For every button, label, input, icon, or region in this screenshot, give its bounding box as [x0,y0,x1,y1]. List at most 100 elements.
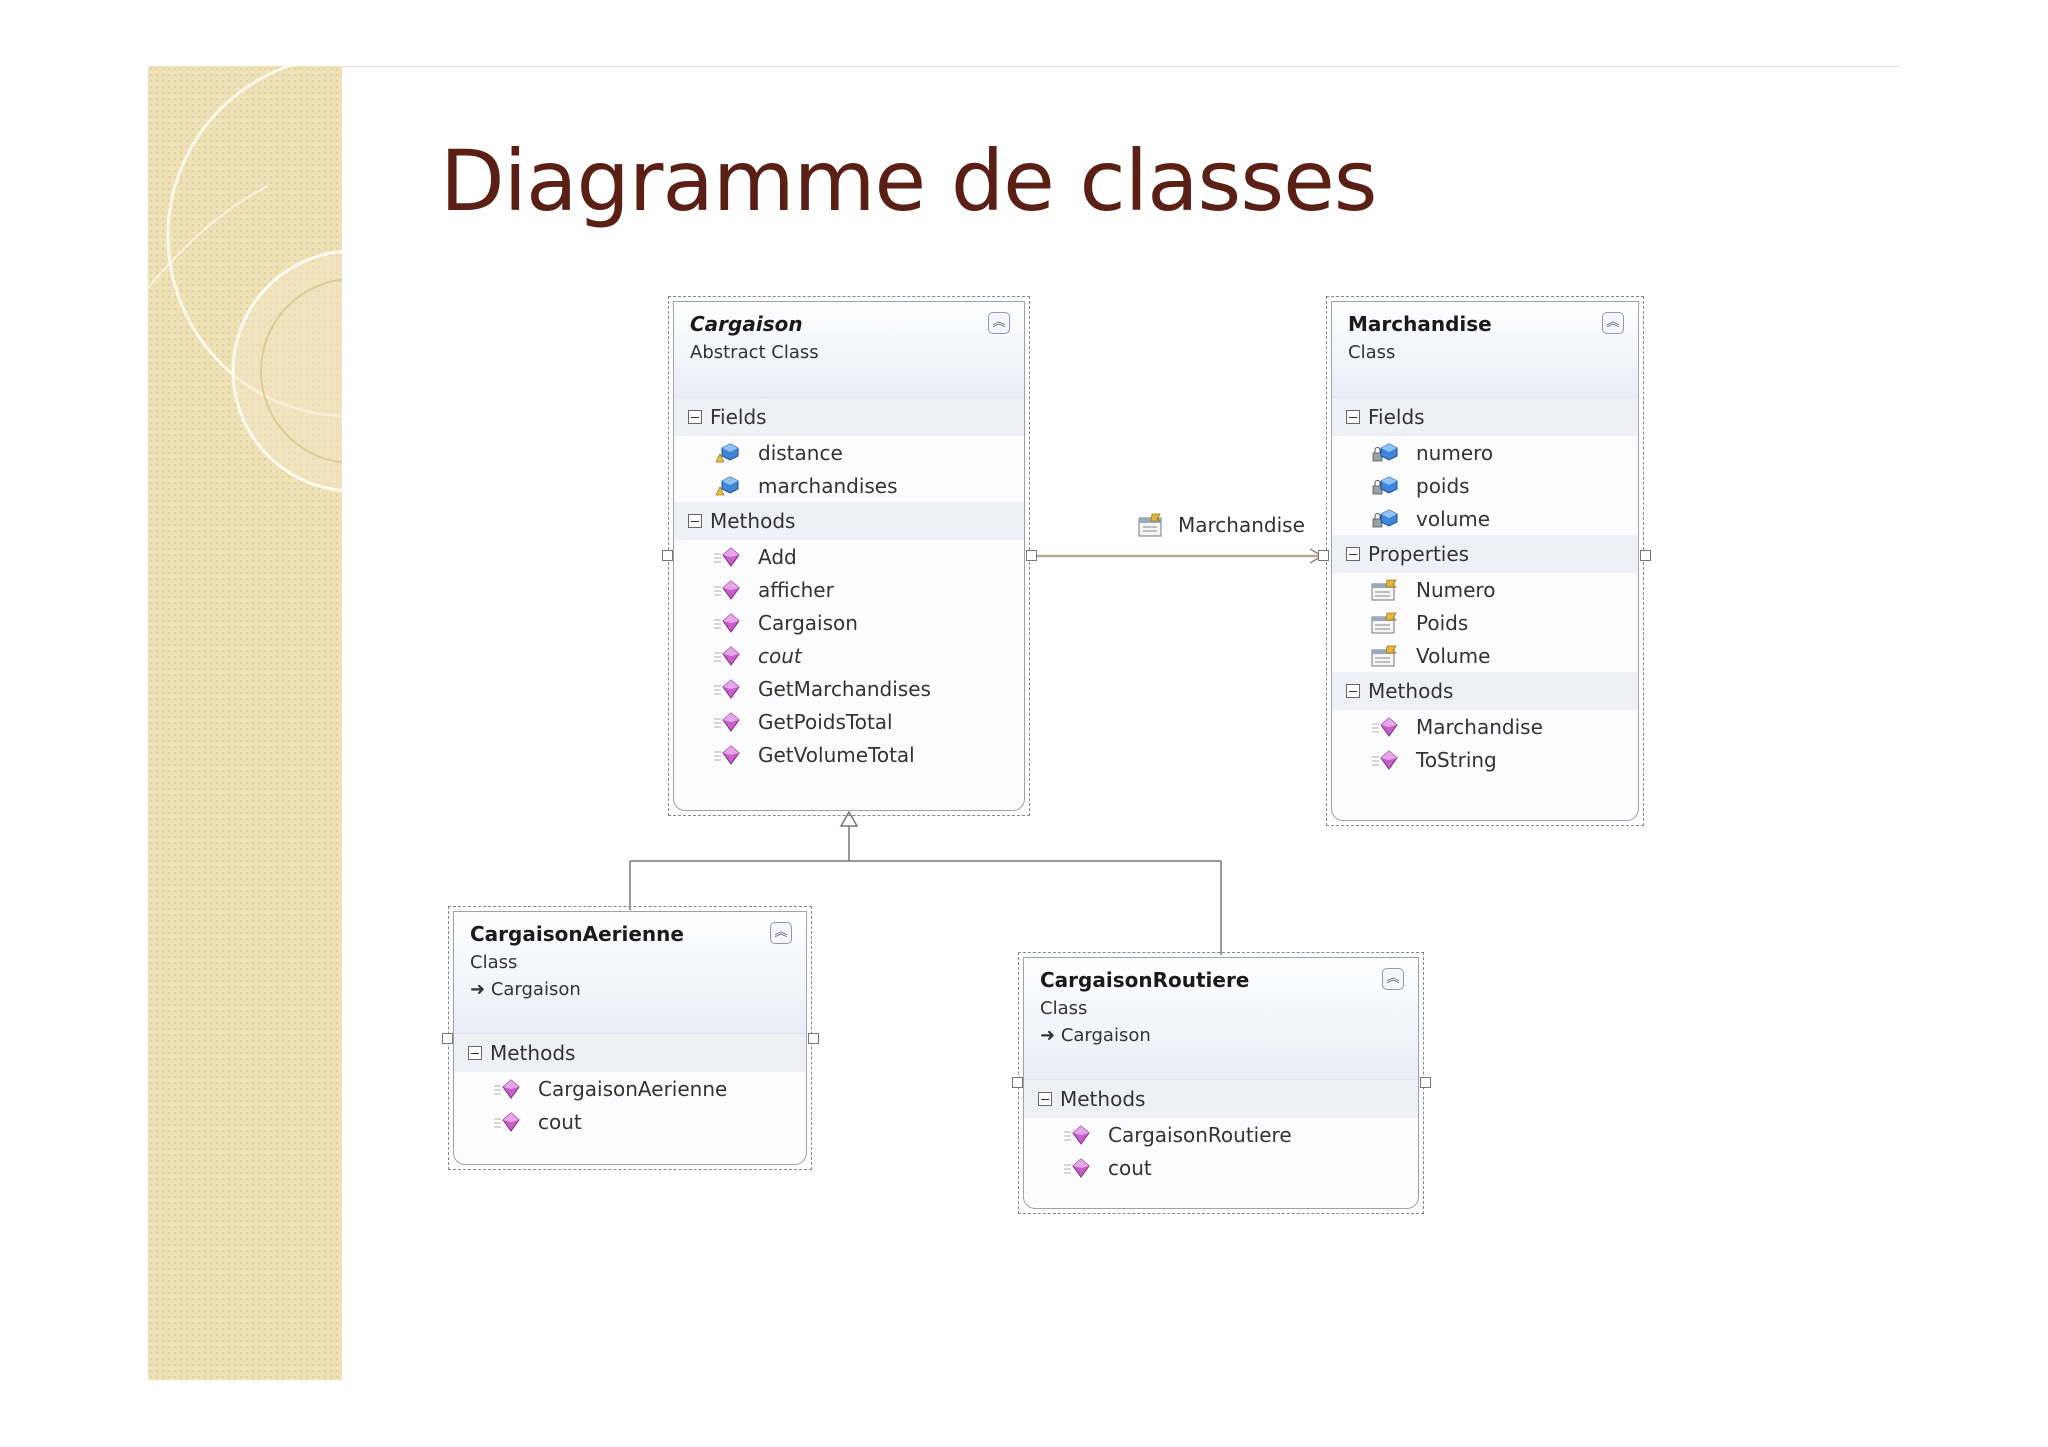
class-header: CargaisonAerienne Class ➜ Cargaison ︽ [454,912,806,1034]
private-field-icon [1370,508,1400,530]
member-item[interactable]: ToString [1332,743,1638,776]
member-list: CargaisonAerienne cout [454,1072,806,1138]
collapse-minus-icon[interactable] [688,410,702,424]
class-kind: Class [1040,998,1088,1019]
member-item[interactable]: cout [1024,1151,1418,1184]
member-item[interactable]: CargaisonAerienne [454,1072,806,1105]
class-cargaison-routiere[interactable]: CargaisonRoutiere Class ➜ Cargaison ︽ Me… [1018,952,1424,1214]
property-icon [1370,645,1400,667]
class-name: Marchandise [1348,312,1492,336]
class-kind: Class [1348,342,1396,363]
section-methods[interactable]: Methods [1332,672,1638,710]
method-icon [1370,749,1400,771]
collapse-minus-icon[interactable] [1346,410,1360,424]
member-label: volume [1416,506,1491,531]
member-label: Add [758,544,797,569]
member-item[interactable]: CargaisonRoutiere [1024,1118,1418,1151]
resize-handle[interactable] [1026,550,1037,561]
member-label: Poids [1416,610,1469,635]
member-label: Marchandise [1416,714,1543,739]
property-icon [1370,612,1400,634]
member-item[interactable]: marchandises [674,469,1024,502]
member-item[interactable]: Marchandise [1332,710,1638,743]
member-item[interactable]: Add [674,540,1024,573]
inheritance-triangle [839,810,859,827]
method-icon [492,1078,522,1100]
member-label: cout [538,1109,582,1134]
collapse-chevron-icon[interactable]: ︽ [988,312,1010,334]
resize-handle[interactable] [1012,1077,1023,1088]
method-icon [1062,1157,1092,1179]
member-item[interactable]: GetMarchandises [674,672,1024,705]
protected-field-icon [712,442,742,464]
resize-handle[interactable] [442,1033,453,1044]
member-item[interactable]: poids [1332,469,1638,502]
section-methods[interactable]: Methods [674,502,1024,540]
collapse-minus-icon[interactable] [1346,684,1360,698]
association-label[interactable]: Marchandise [1136,512,1305,538]
property-icon [1370,579,1400,601]
section-fields[interactable]: Fields [674,398,1024,436]
member-item[interactable]: numero [1332,436,1638,469]
member-label: Numero [1416,577,1496,602]
member-item[interactable]: cout [454,1105,806,1138]
collapse-minus-icon[interactable] [688,514,702,528]
member-item[interactable]: cout [674,639,1024,672]
member-item[interactable]: Cargaison [674,606,1024,639]
member-label: poids [1416,473,1470,498]
member-item[interactable]: GetVolumeTotal [674,738,1024,771]
member-item[interactable]: Poids [1332,606,1638,639]
association-label-text: Marchandise [1178,513,1305,537]
class-kind: Abstract Class [690,342,819,363]
inheritance-arrow-icon: ➜ [470,979,491,1000]
collapse-chevron-icon[interactable]: ︽ [770,922,792,944]
resize-handle[interactable] [1420,1077,1431,1088]
inheritance-arrow-icon: ➜ [1040,1025,1061,1046]
member-item[interactable]: distance [674,436,1024,469]
class-name: CargaisonRoutiere [1040,968,1250,992]
collapse-minus-icon[interactable] [1346,547,1360,561]
member-label: Volume [1416,643,1491,668]
member-label: ToString [1416,747,1497,772]
method-icon [492,1111,522,1133]
resize-handle[interactable] [808,1033,819,1044]
collapse-chevron-icon[interactable]: ︽ [1602,312,1624,334]
class-name: Cargaison [690,312,803,336]
member-label: marchandises [758,473,898,498]
class-marchandise[interactable]: Marchandise Class ︽ Fields numero poids vo… [1326,296,1644,826]
slide-top-rule [148,66,1900,67]
member-list: distance marchandises [674,436,1024,502]
method-icon [712,645,742,667]
resize-handle[interactable] [1318,550,1329,561]
section-fields[interactable]: Fields [1332,398,1638,436]
collapse-minus-icon[interactable] [468,1046,482,1060]
section-methods[interactable]: Methods [1024,1080,1418,1118]
member-label: distance [758,440,843,465]
member-label: GetPoidsTotal [758,709,893,734]
member-item[interactable]: afficher [674,573,1024,606]
resize-handle[interactable] [1640,550,1651,561]
section-properties[interactable]: Properties [1332,535,1638,573]
member-item[interactable]: Numero [1332,573,1638,606]
member-item[interactable]: GetPoidsTotal [674,705,1024,738]
class-header: CargaisonRoutiere Class ➜ Cargaison ︽ [1024,958,1418,1080]
member-item[interactable]: volume [1332,502,1638,535]
member-item[interactable]: Volume [1332,639,1638,672]
member-label: Cargaison [758,610,858,635]
class-base: ➜ Cargaison [1040,1025,1151,1046]
method-icon [712,546,742,568]
decorative-circles [148,66,342,492]
collapse-chevron-icon[interactable]: ︽ [1382,968,1404,990]
resize-handle[interactable] [662,550,673,561]
collapse-minus-icon[interactable] [1038,1092,1052,1106]
protected-field-icon [712,475,742,497]
class-cargaison[interactable]: Cargaison Abstract Class ︽ Fields distan… [668,296,1030,816]
method-icon [712,711,742,733]
member-label: cout [1108,1155,1152,1180]
class-header: Cargaison Abstract Class ︽ [674,302,1024,398]
section-methods[interactable]: Methods [454,1034,806,1072]
class-cargaison-aerienne[interactable]: CargaisonAerienne Class ➜ Cargaison ︽ Me… [448,906,812,1170]
member-label: afficher [758,577,834,602]
